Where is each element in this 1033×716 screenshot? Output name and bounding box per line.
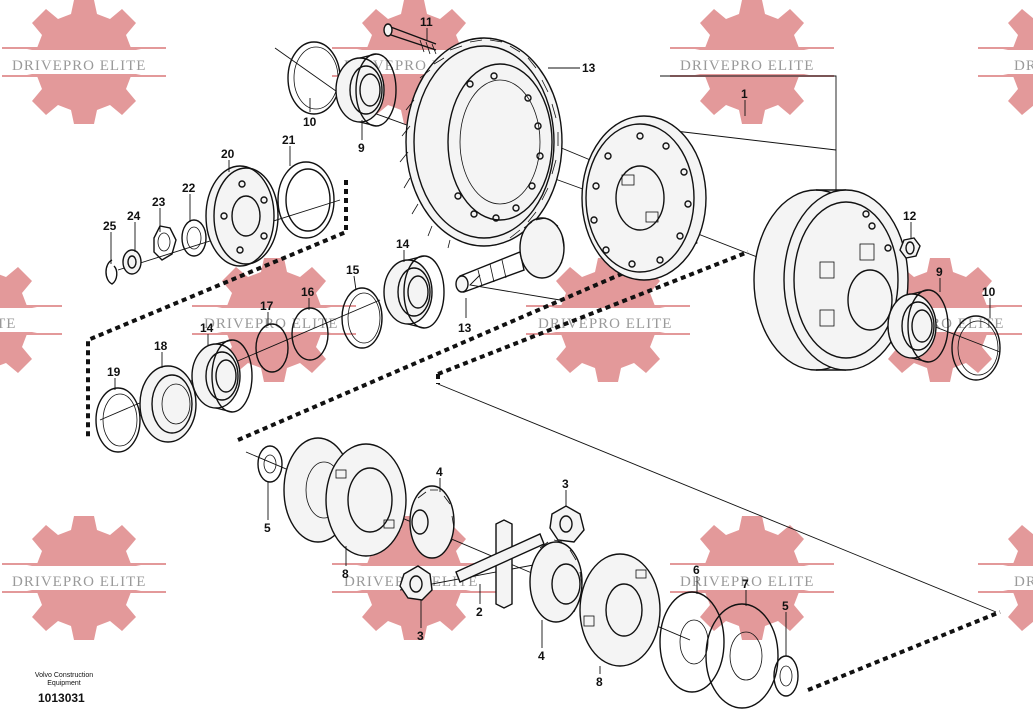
callout-5: 5	[782, 599, 789, 613]
callout-21: 21	[282, 133, 296, 147]
bolt-11	[383, 23, 437, 55]
callout-leaders	[110, 28, 991, 674]
drawing-caption: Volvo Construction Equipment 1013031	[35, 672, 93, 705]
callout-22: 22	[182, 181, 196, 195]
seal-18	[139, 365, 197, 443]
callout-7: 7	[742, 577, 749, 591]
callout-10: 10	[982, 285, 996, 299]
nut-12	[899, 237, 921, 259]
callout-16: 16	[301, 285, 315, 299]
bearing-14-top	[383, 255, 445, 329]
callout-6: 6	[693, 563, 700, 577]
callout-14: 14	[396, 237, 410, 251]
ring-15	[341, 287, 383, 349]
ring-17	[255, 323, 289, 373]
callout-9: 9	[936, 265, 943, 279]
callout-4: 4	[538, 649, 545, 663]
flange-20	[205, 165, 279, 267]
watermark-text: DRIVEPRO ELITE	[680, 574, 814, 590]
callout-15: 15	[346, 263, 360, 277]
drawing-number: 1013031	[38, 691, 85, 705]
pinion-gear-3-lower	[399, 565, 433, 601]
ring-19	[95, 387, 141, 453]
callout-18: 18	[154, 339, 168, 353]
callout-10: 10	[303, 115, 317, 129]
ring-16	[291, 307, 329, 361]
lock-plate-23	[153, 225, 177, 261]
callout-3: 3	[417, 629, 424, 643]
callout-20: 20	[221, 147, 235, 161]
washer-22	[181, 219, 207, 257]
side-gear-4-lower	[529, 539, 583, 623]
ring-10-top	[287, 41, 341, 115]
callout-3: 3	[562, 477, 569, 491]
callout-11: 11	[420, 15, 433, 29]
callout-2: 2	[476, 605, 483, 619]
callout-4: 4	[436, 465, 443, 479]
callout-12: 12	[903, 209, 917, 223]
callout-9: 9	[358, 141, 365, 155]
callout-13: 13	[458, 321, 472, 335]
pinion-gear-3-top	[549, 505, 585, 543]
watermark-text: DRIVEPRO ELITE	[538, 316, 672, 332]
shim-5-right	[773, 655, 799, 697]
watermark-text: DRIVEPRO ELITE	[680, 58, 814, 74]
watermark-text: DRIVEPRO ELITE	[1014, 58, 1033, 74]
crown-gear-13	[399, 37, 563, 249]
watermark-text: DRIVEPRO ELITE	[12, 574, 146, 590]
clutch-pack-left	[283, 437, 407, 557]
plate-7	[705, 603, 779, 709]
diff-housing-half	[581, 115, 707, 281]
diff-housing-1	[753, 189, 909, 371]
nut-24	[122, 249, 142, 275]
callout-labels: 11 13 1 10 9 20 21 22 23 24 25 14 15 16 …	[103, 15, 996, 689]
callout-17: 17	[260, 299, 274, 313]
circlip-25	[105, 259, 118, 285]
brand-line-1: Volvo Construction	[35, 672, 93, 679]
watermark-text: DRIVEPRO ELITE	[1014, 574, 1033, 590]
ring-10-right	[951, 315, 1001, 381]
shim-5-left	[257, 445, 283, 483]
callout-19: 19	[107, 365, 121, 379]
callout-8: 8	[596, 675, 603, 689]
pressure-plate-8-right	[579, 553, 661, 667]
brand-line-2: Equipment	[47, 680, 81, 687]
spider-2	[455, 519, 545, 609]
callout-23: 23	[152, 195, 166, 209]
callout-1: 1	[741, 87, 748, 101]
callout-13: 13	[582, 61, 596, 75]
callout-24: 24	[127, 209, 141, 223]
callout-8: 8	[342, 567, 349, 581]
watermark-text: DRIVEPRO ELITE	[12, 58, 146, 74]
watermark-text: DRIVEPRO ELITE	[0, 316, 16, 332]
callout-5: 5	[264, 521, 271, 535]
pinion-13	[455, 217, 565, 293]
side-gear-4-left	[409, 485, 455, 559]
callout-14: 14	[200, 321, 214, 335]
seal-21	[277, 161, 335, 239]
callout-25: 25	[103, 219, 117, 233]
friction-disc-6	[659, 591, 725, 693]
